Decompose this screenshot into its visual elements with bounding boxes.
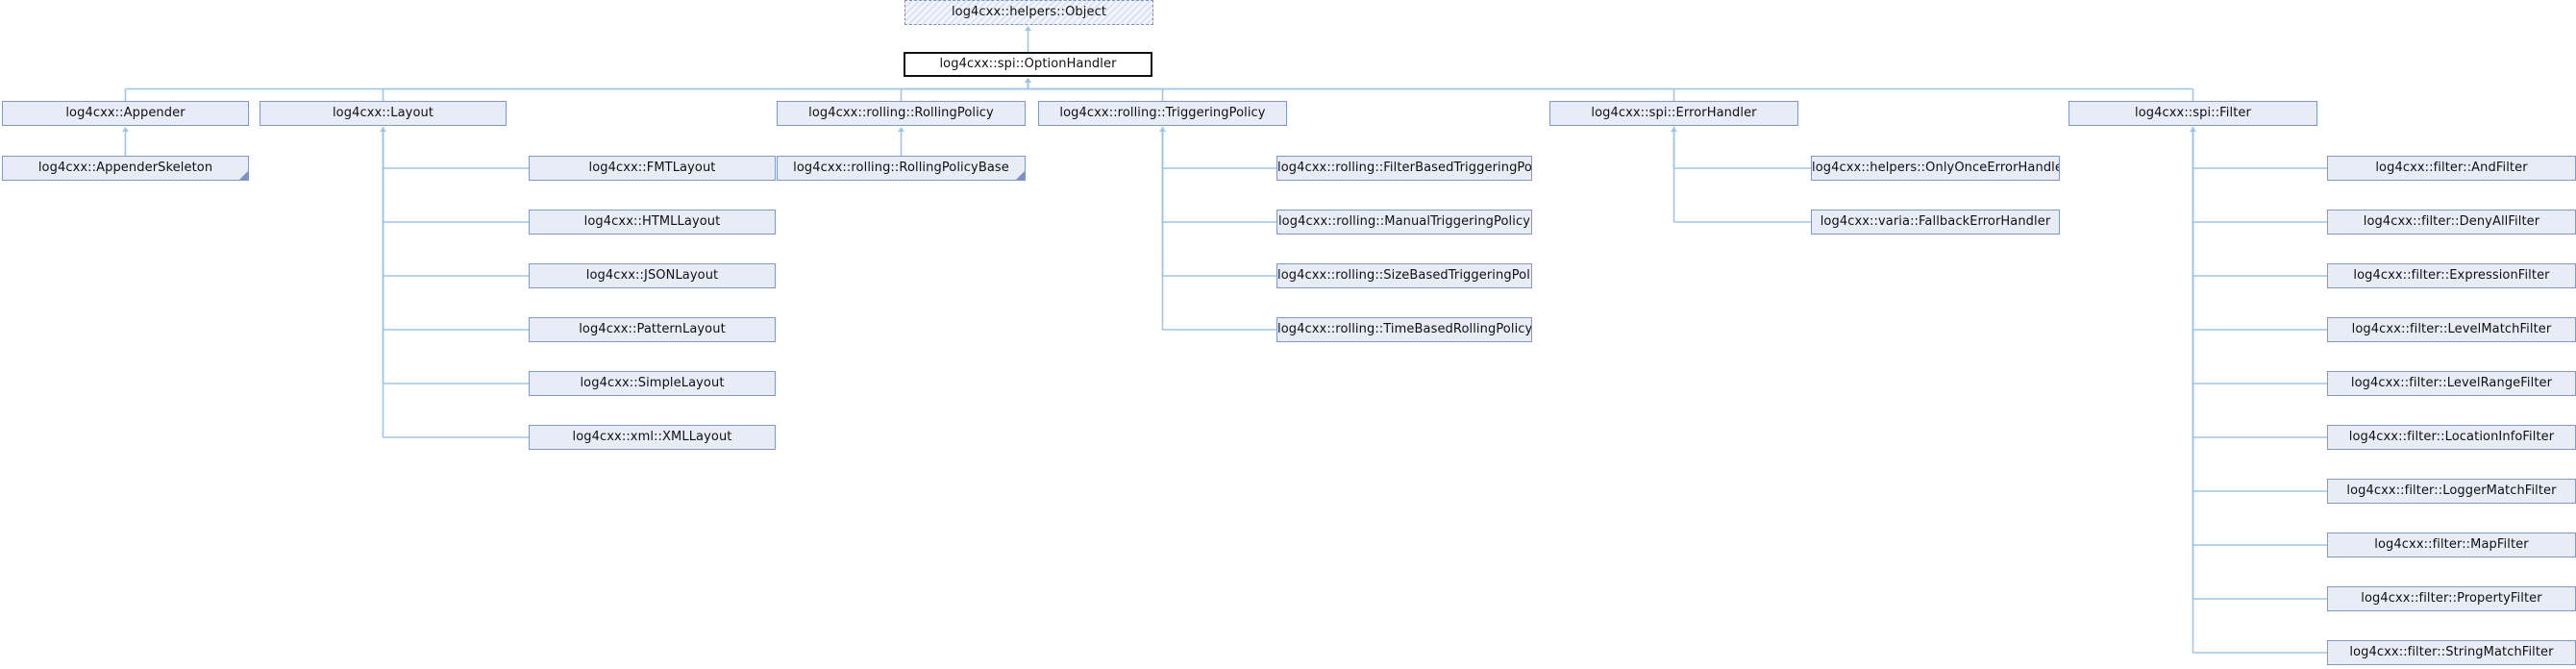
class-node-label: log4cxx::JSONLayout <box>585 268 719 283</box>
class-node-label: log4cxx::rolling::ManualTriggeringPolicy <box>1277 214 1531 229</box>
class-node-label: log4cxx::filter::MapFilter <box>2374 537 2529 552</box>
class-node-object[interactable]: log4cxx::helpers::Object <box>904 0 1153 25</box>
class-node-filter[interactable]: log4cxx::spi::Filter <box>2068 101 2317 126</box>
class-node-label: log4cxx::spi::Filter <box>2135 106 2251 120</box>
class-node-rollingpolicy[interactable]: log4cxx::rolling::RollingPolicy <box>777 101 1026 126</box>
class-node-propertyfilter[interactable]: log4cxx::filter::PropertyFilter <box>2327 586 2576 611</box>
class-node-denyallfilter[interactable]: log4cxx::filter::DenyAllFilter <box>2327 210 2576 235</box>
class-node-onlyonceerror[interactable]: log4cxx::helpers::OnlyOnceErrorHandler <box>1811 156 2060 181</box>
class-node-label: log4cxx::rolling::SizeBasedTriggeringPol… <box>1277 268 1532 283</box>
class-node-simplelayout[interactable]: log4cxx::SimpleLayout <box>529 371 776 396</box>
class-node-label: log4cxx::filter::AndFilter <box>2375 161 2528 175</box>
class-node-levelrangefilter[interactable]: log4cxx::filter::LevelRangeFilter <box>2327 371 2576 396</box>
class-node-label: log4cxx::filter::LocationInfoFilter <box>2348 430 2555 444</box>
class-node-label: log4cxx::helpers::OnlyOnceErrorHandler <box>1812 161 2060 175</box>
class-node-label: log4cxx::spi::ErrorHandler <box>1591 106 1757 120</box>
class-node-stringmatchfilter[interactable]: log4cxx::filter::StringMatchFilter <box>2327 640 2576 665</box>
class-node-timebasedrolling[interactable]: log4cxx::rolling::TimeBasedRollingPolicy <box>1276 317 1532 342</box>
class-node-label: log4cxx::helpers::Object <box>951 5 1107 19</box>
class-node-label: log4cxx::AppenderSkeleton <box>37 161 213 175</box>
class-node-label: log4cxx::filter::LoggerMatchFilter <box>2346 483 2557 498</box>
class-node-label: log4cxx::SimpleLayout <box>580 376 725 390</box>
class-node-triggeringpolicy[interactable]: log4cxx::rolling::TriggeringPolicy <box>1038 101 1287 126</box>
class-node-appenderskeleton[interactable]: log4cxx::AppenderSkeleton <box>2 156 249 181</box>
class-node-label: log4cxx::HTMLLayout <box>583 214 721 229</box>
class-node-expressionfilter[interactable]: log4cxx::filter::ExpressionFilter <box>2327 263 2576 288</box>
class-node-label: log4cxx::filter::PropertyFilter <box>2361 591 2542 606</box>
class-node-fmtlayout[interactable]: log4cxx::FMTLayout <box>529 156 776 181</box>
class-node-optionhandler[interactable]: log4cxx::spi::OptionHandler <box>904 52 1152 77</box>
class-node-label: log4cxx::Appender <box>65 106 186 120</box>
class-node-jsonlayout[interactable]: log4cxx::JSONLayout <box>529 263 776 288</box>
class-node-patternlayout[interactable]: log4cxx::PatternLayout <box>529 317 776 342</box>
class-node-label: log4cxx::filter::StringMatchFilter <box>2349 645 2554 659</box>
class-node-appender[interactable]: log4cxx::Appender <box>2 101 249 126</box>
class-node-layout[interactable]: log4cxx::Layout <box>260 101 507 126</box>
class-node-htmllayout[interactable]: log4cxx::HTMLLayout <box>529 210 776 235</box>
class-node-label: log4cxx::Layout <box>332 106 434 120</box>
class-node-mapfilter[interactable]: log4cxx::filter::MapFilter <box>2327 533 2576 558</box>
class-node-label: log4cxx::rolling::RollingPolicy <box>808 106 994 120</box>
class-node-andfilter[interactable]: log4cxx::filter::AndFilter <box>2327 156 2576 181</box>
class-node-label: log4cxx::filter::DenyAllFilter <box>2363 214 2540 229</box>
class-node-rollingpolicybase[interactable]: log4cxx::rolling::RollingPolicyBase <box>777 156 1026 181</box>
class-node-levelmatchfilter[interactable]: log4cxx::filter::LevelMatchFilter <box>2327 317 2576 342</box>
class-node-label: log4cxx::rolling::TriggeringPolicy <box>1059 106 1266 120</box>
class-node-manualtrigger[interactable]: log4cxx::rolling::ManualTriggeringPolicy <box>1276 210 1532 235</box>
class-node-label: log4cxx::filter::LevelRangeFilter <box>2350 376 2553 390</box>
class-node-errorhandler[interactable]: log4cxx::spi::ErrorHandler <box>1549 101 1798 126</box>
class-node-loggermatchfilter[interactable]: log4cxx::filter::LoggerMatchFilter <box>2327 479 2576 504</box>
class-node-locationinfofilter[interactable]: log4cxx::filter::LocationInfoFilter <box>2327 425 2576 450</box>
class-node-label: log4cxx::varia::FallbackErrorHandler <box>1820 214 2051 229</box>
class-node-label: log4cxx::spi::OptionHandler <box>939 57 1117 71</box>
class-node-label: log4cxx::PatternLayout <box>579 322 726 336</box>
class-node-label: log4cxx::rolling::TimeBasedRollingPolicy <box>1277 322 1532 336</box>
class-node-xmllayout[interactable]: log4cxx::xml::XMLLayout <box>529 425 776 450</box>
class-node-label: log4cxx::xml::XMLLayout <box>572 430 732 444</box>
class-node-label: log4cxx::filter::ExpressionFilter <box>2353 268 2550 283</box>
class-node-label: log4cxx::filter::LevelMatchFilter <box>2351 322 2552 336</box>
class-node-fallbackerror[interactable]: log4cxx::varia::FallbackErrorHandler <box>1811 210 2060 235</box>
class-node-sizebasedtrigger[interactable]: log4cxx::rolling::SizeBasedTriggeringPol… <box>1276 263 1532 288</box>
class-node-filterbasedtrigger[interactable]: log4cxx::rolling::FilterBasedTriggeringP… <box>1276 156 1532 181</box>
class-node-label: log4cxx::rolling::RollingPolicyBase <box>793 161 1009 175</box>
class-node-label: log4cxx::rolling::FilterBasedTriggeringP… <box>1277 161 1532 175</box>
class-node-label: log4cxx::FMTLayout <box>588 161 716 175</box>
